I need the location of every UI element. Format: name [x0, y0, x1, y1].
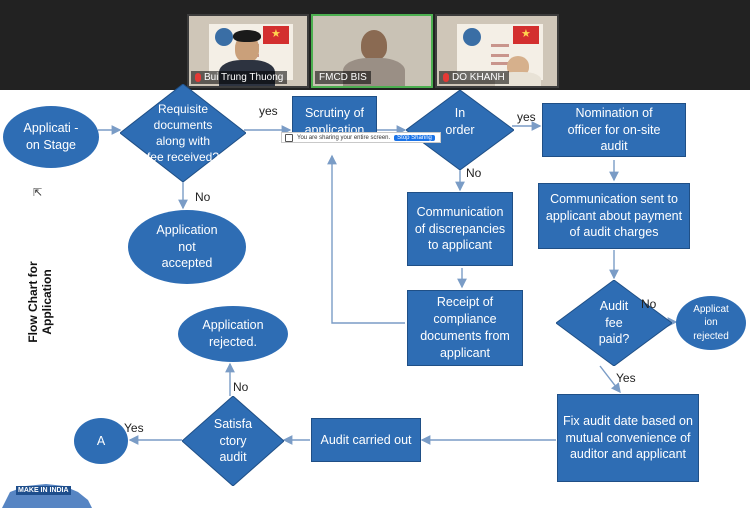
node-in-order-decision: In order: [406, 90, 514, 170]
node-audit-carried-out: Audit carried out: [311, 418, 421, 462]
participant-tile-3[interactable]: DO KHANH: [435, 14, 559, 88]
node-communication-payment: Communication sent to applicant about pa…: [538, 183, 690, 249]
node-audit-fee-paid-decision: Audit fee paid?: [556, 280, 672, 366]
node-nomination-of-officer: Nomination of officer for on-site audit: [542, 103, 686, 157]
emblem-icon: [215, 28, 233, 46]
mic-muted-icon: [443, 73, 449, 82]
edge-label-no: No: [466, 166, 482, 180]
node-application-rejected-small: Applicat ion rejected: [676, 296, 746, 350]
emblem-icon: [463, 28, 481, 46]
node-application-rejected: Application rejected.: [178, 306, 288, 362]
node-receipt-of-compliance: Receipt of compliance documents from app…: [407, 290, 523, 366]
conference-banner: [457, 24, 543, 80]
participant-tile-2[interactable]: FMCD BIS: [311, 14, 433, 88]
edge-label-yes: Yes: [616, 371, 636, 385]
mic-muted-icon: [195, 73, 201, 82]
slide-title: Flow Chart for Application: [26, 261, 54, 343]
edge-label-yes: yes: [259, 104, 278, 118]
arrow-yes-to-fix-date: [599, 365, 621, 394]
mouse-cursor-icon: ⇱: [33, 187, 43, 199]
edge-label-yes: yes: [517, 110, 536, 124]
edge-label-no: No: [233, 380, 249, 394]
participant-tile-1[interactable]: Bui Trung Thuong: [187, 14, 309, 88]
participant-name-tag: Bui Trung Thuong: [191, 71, 288, 84]
node-application-stage: Applicati -on Stage: [3, 106, 99, 168]
node-requisite-documents-decision: Requisite documents along with fee recei…: [120, 84, 246, 182]
participant-face: [361, 30, 387, 60]
screen-share-banner: You are sharing your entire screen. Stop…: [281, 132, 441, 143]
stop-sharing-button[interactable]: Stop Sharing: [394, 134, 435, 141]
participant-hair: [233, 30, 261, 42]
make-in-india-logo: MAKE IN INDIA: [0, 478, 95, 510]
node-fix-audit-date: Fix audit date based on mutual convenien…: [557, 394, 699, 482]
vietnam-flag-icon: [513, 26, 539, 44]
arrow-compliance-to-scrutiny: [327, 154, 405, 324]
meeting-participant-strip: Bui Trung Thuong FMCD BIS DO KHANH: [0, 0, 750, 90]
edge-label-no: No: [641, 297, 657, 311]
node-scrutiny-of-application: Scrutiny of application: [292, 96, 377, 134]
node-connector-a: A: [74, 418, 128, 464]
node-satisfactory-audit-decision: Satisfa ctory audit: [182, 396, 284, 486]
node-communication-of-discrepancies: Communication of discrepancies to applic…: [407, 192, 513, 266]
edge-label-no: No: [195, 190, 211, 204]
info-icon: [285, 133, 293, 142]
edge-label-yes: Yes: [124, 421, 144, 435]
participant-name-tag: FMCD BIS: [315, 71, 371, 84]
participant-name-tag: DO KHANH: [439, 71, 509, 84]
node-application-not-accepted: Application not accepted: [128, 210, 246, 284]
participant-face: [507, 56, 529, 76]
vietnam-flag-icon: [263, 26, 289, 44]
